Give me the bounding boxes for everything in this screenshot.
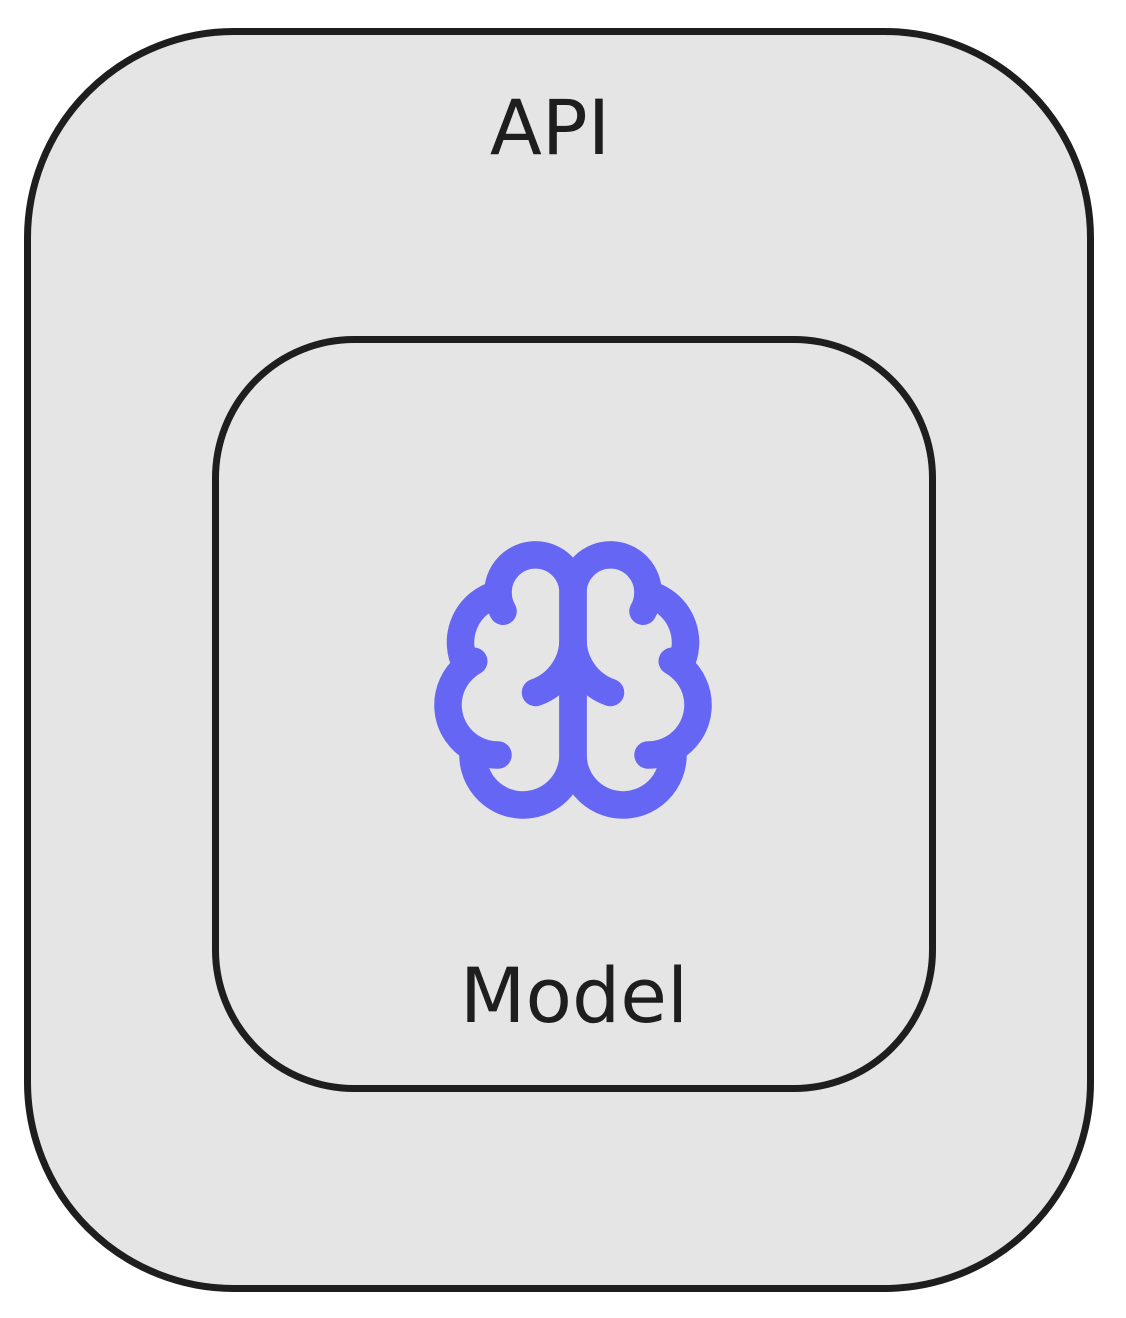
model-label: Model — [459, 951, 689, 1040]
api-label: API — [489, 83, 611, 172]
brain-icon — [434, 541, 712, 819]
